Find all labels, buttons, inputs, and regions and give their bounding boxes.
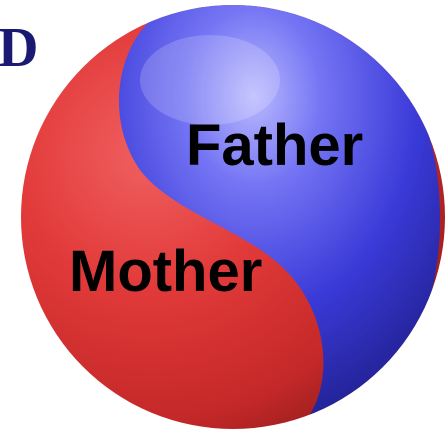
- panel-letter: D: [0, 20, 38, 76]
- highlight: [140, 35, 280, 125]
- father-label: Father: [186, 117, 363, 175]
- mother-label: Mother: [69, 243, 262, 301]
